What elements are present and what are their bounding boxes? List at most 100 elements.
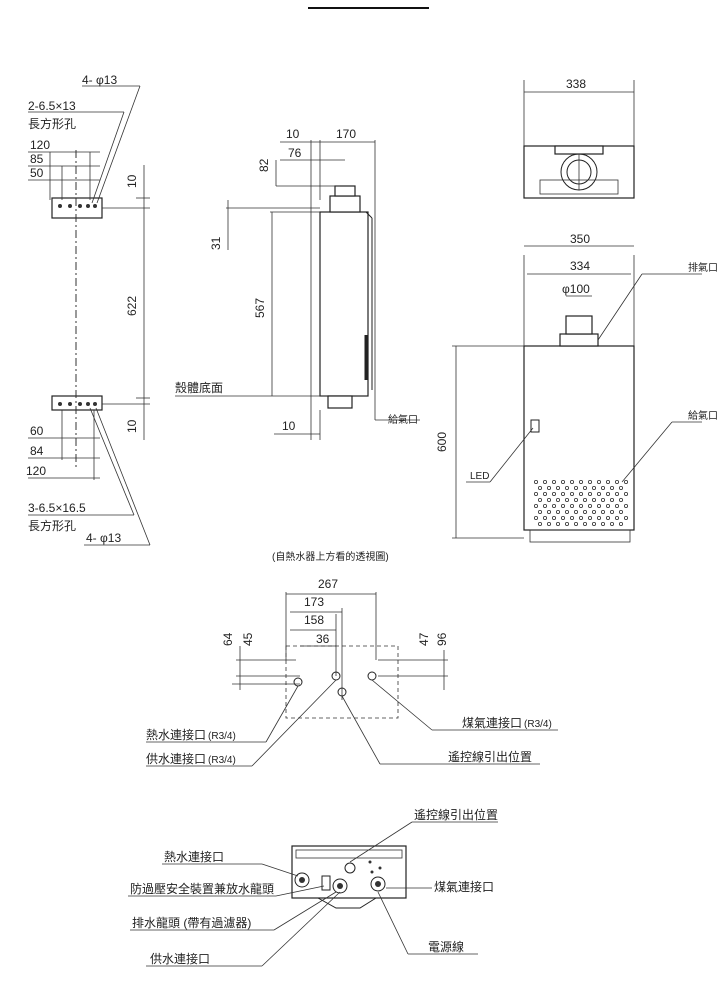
vent-hole — [534, 479, 539, 484]
plan-view — [146, 592, 558, 767]
hot-water-fitting — [294, 872, 310, 888]
bottom-cold-water-label: 供水連接口 — [150, 951, 210, 966]
bottom-drain-label: 排水龍頭 (帶有過濾器) — [132, 915, 251, 930]
front-dim-350: 350 — [570, 232, 590, 246]
bottom-slot-label: 3-6.5×16.5 — [28, 501, 86, 515]
vent-hole — [619, 485, 624, 490]
vent-hole — [606, 479, 611, 484]
vent-hole — [565, 497, 570, 502]
top-bracket — [51, 197, 103, 219]
vent-hole — [574, 485, 579, 490]
vent-hole — [615, 491, 620, 496]
plan-dim-45: 45 — [241, 632, 255, 646]
plan-dim-64: 64 — [221, 632, 235, 646]
vent-hole — [588, 491, 593, 496]
vent-hole — [543, 491, 548, 496]
vent-hole — [624, 491, 629, 496]
dim-120-bottom: 120 — [26, 464, 46, 478]
vent-hole — [561, 516, 566, 521]
vent-hole — [574, 497, 579, 502]
vent-hole — [543, 503, 548, 508]
vent-hole — [534, 503, 539, 508]
vent-hole — [588, 479, 593, 484]
vent-hole — [570, 503, 575, 508]
side-dim-31: 31 — [209, 236, 223, 250]
top-holes-label: 4- φ13 — [82, 73, 117, 87]
vent-hole — [615, 479, 620, 484]
plan-dim-173: 173 — [304, 595, 324, 609]
vent-hole — [583, 522, 588, 527]
vent-hole — [565, 509, 570, 514]
vent-hole — [570, 491, 575, 496]
front-body — [523, 345, 635, 531]
dim-60: 60 — [30, 424, 44, 438]
vent-hole — [579, 503, 584, 508]
vent-hole — [597, 491, 602, 496]
vent-hole — [592, 497, 597, 502]
vent-grille — [534, 479, 629, 527]
bottom-slot-name: 長方形孔 — [28, 518, 76, 533]
vent-hole — [552, 516, 557, 521]
bottom-view-body — [291, 845, 407, 899]
vent-hole — [606, 516, 611, 521]
vent-hole — [570, 479, 575, 484]
vent-hole — [538, 497, 543, 502]
bottom-power-label: 電源線 — [428, 939, 464, 954]
bottom-view — [128, 821, 498, 967]
vent-hole — [534, 491, 539, 496]
vent-hole — [588, 516, 593, 521]
vent-hole — [556, 509, 561, 514]
vent-hole — [547, 509, 552, 514]
vent-hole — [552, 503, 557, 508]
vent-hole — [615, 503, 620, 508]
dim-10-bottom: 10 — [125, 419, 139, 433]
vent-hole — [597, 479, 602, 484]
side-dim-10-bottom: 10 — [282, 419, 296, 433]
side-body — [319, 211, 369, 397]
bottom-relief-valve-label: 防過壓安全裝置兼放水龍頭 — [130, 881, 274, 896]
plan-dim-96: 96 — [435, 632, 449, 646]
dim-120-top: 120 — [30, 138, 50, 152]
remote-cable-port — [344, 862, 356, 874]
flue-collar — [329, 195, 361, 213]
vent-hole — [547, 485, 552, 490]
vent-hole — [610, 497, 615, 502]
vent-hole — [565, 485, 570, 490]
top-slot-name: 長方形孔 — [28, 116, 76, 131]
vent-hole — [624, 516, 629, 521]
vent-hole — [619, 509, 624, 514]
vent-hole — [583, 497, 588, 502]
vent-hole — [556, 497, 561, 502]
side-dim-567: 567 — [253, 298, 267, 318]
vent-hole — [615, 516, 620, 521]
vent-hole — [538, 485, 543, 490]
bottom-gas-label: 煤氣連接口 — [434, 879, 494, 894]
front-dim-600: 600 — [435, 432, 449, 452]
vent-hole — [592, 522, 597, 527]
vent-hole — [547, 522, 552, 527]
vent-hole — [619, 497, 624, 502]
plan-dim-267: 267 — [318, 577, 338, 591]
top-slot-label: 2-6.5×13 — [28, 99, 76, 113]
exhaust-pipe — [565, 315, 593, 335]
vent-hole — [538, 509, 543, 514]
bottom-holes-label: 4- φ13 — [86, 531, 121, 545]
vent-hole — [606, 491, 611, 496]
relief-valve — [321, 875, 331, 891]
vent-hole — [601, 509, 606, 514]
vent-hole — [547, 497, 552, 502]
vent-hole — [610, 509, 615, 514]
plan-dim-158: 158 — [304, 613, 324, 627]
led-indicator — [530, 419, 540, 433]
front-phi100: φ100 — [562, 282, 590, 296]
dim-50: 50 — [30, 166, 44, 180]
bottom-hot-water-label: 熱水連接口 — [164, 849, 224, 864]
vent-hole — [561, 503, 566, 508]
top-dim-338: 338 — [566, 77, 586, 91]
intake-label: 給氣口 — [688, 409, 718, 422]
plan-remote-label: 遙控線引出位置 — [448, 749, 532, 764]
front-dim-334: 334 — [570, 259, 590, 273]
vent-hole — [601, 497, 606, 502]
vent-hole — [592, 485, 597, 490]
bottom-bracket — [51, 395, 103, 411]
